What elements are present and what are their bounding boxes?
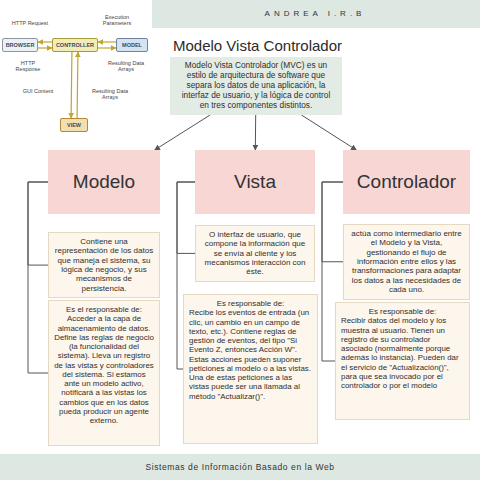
edge-label: Execution Parameters [94, 14, 140, 26]
author-label: ANDREA I.R.B [150, 9, 480, 18]
node-text: actúa como intermediario entre el Modelo… [349, 229, 464, 295]
node-text: Modelo [73, 171, 135, 193]
bracket-line [322, 182, 343, 262]
node-text: MODEL [117, 39, 147, 51]
controller-box: CONTROLLER [52, 38, 98, 52]
node-text: CONTROLLER [53, 39, 97, 51]
flow-arrow [98, 41, 116, 42]
footer-label: Sistemas de Información Basado en la Web [0, 462, 480, 472]
flow-arrow [255, 115, 256, 150]
edge-label: Resulting Data Arrays [88, 88, 132, 100]
intro-box: Modelo Vista Controlador (MVC) es un est… [170, 57, 342, 115]
node-text: BROWSER [3, 39, 37, 51]
flow-arrow [38, 41, 52, 42]
node-body: Recibir datos del modelo y los muestra a… [341, 316, 464, 390]
edge-label: HTTP Request [10, 20, 50, 26]
bracket-line [28, 182, 48, 373]
edge-label: Resulting Data Arrays [104, 60, 148, 72]
responsibility-box: Es responsable de:Recibir datos del mode… [335, 302, 470, 420]
node-text: Controlador [357, 171, 456, 193]
node-text: Contiene una representación de los datos… [54, 237, 154, 293]
component-header: Modelo [48, 150, 160, 214]
description-box: Contiene una representación de los datos… [48, 232, 160, 298]
node-text: O interfaz de usuario, que compone la in… [201, 230, 309, 277]
browser-box: BROWSER [2, 38, 38, 52]
node-text: Es responsable de: [189, 299, 312, 308]
responsibility-box: Es el responsable de:Acceder a la capa d… [48, 300, 160, 446]
view-box: VIEW [60, 118, 88, 132]
flow-arrow [38, 47, 52, 48]
flow-arrow [76, 52, 78, 118]
responsibility-box: Es responsable de:Recibe los eventos de … [183, 294, 318, 444]
diagram-title: Modelo Vista Controlador [150, 37, 365, 54]
bracket-line [177, 182, 195, 253]
description-box: actúa como intermediario entre el Modelo… [343, 224, 470, 300]
bracket-line [28, 182, 48, 265]
edge-label: GUI Content [20, 88, 56, 94]
flow-arrow [155, 115, 210, 150]
node-text: VIEW [61, 119, 87, 131]
flow-arrow [70, 52, 72, 118]
description-box: O interfaz de usuario, que compone la in… [195, 225, 315, 282]
node-text: Vista [234, 171, 276, 193]
component-header: Vista [195, 150, 315, 214]
node-body: Recibe los eventos de entrada (un clic, … [189, 308, 312, 401]
node-text: Es el responsable de: [54, 305, 154, 314]
component-header: Controlador [343, 150, 470, 214]
node-text: Es responsable de: [341, 307, 464, 316]
node-body: Acceder a la capa de almacenamiento de d… [54, 314, 154, 425]
flow-arrow [98, 47, 116, 48]
edge-label: HTTP Response [8, 60, 48, 72]
flow-arrow [301, 115, 356, 150]
node-text: Modelo Vista Controlador (MVC) es un est… [176, 61, 336, 111]
model-box: MODEL [116, 38, 148, 52]
